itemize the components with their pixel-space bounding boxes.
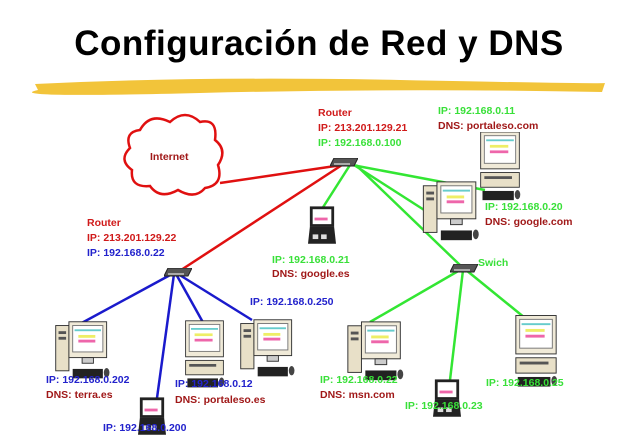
- router-main-ip-public: IP: 213.201.129.21: [318, 122, 407, 134]
- page-title: Configuración de Red y DNS: [74, 24, 564, 63]
- pc-icon-h25[interactable]: [515, 315, 558, 388]
- host-ip: IP: 192.168.0.11: [438, 105, 515, 117]
- router-main-ip-private: IP: 192.168.0.100: [318, 137, 402, 149]
- pc-icon-h20[interactable]: [422, 181, 480, 241]
- host-ip: IP: 192.168.0.200: [103, 422, 187, 434]
- host-ip: IP: 192.168.0.23: [405, 400, 483, 412]
- router-main-labels: Router IP: 213.201.129.21 IP: 192.168.0.…: [318, 107, 407, 149]
- host-dns: DNS: portaleso.com: [438, 120, 538, 132]
- router-main-icon[interactable]: [330, 158, 358, 167]
- router-secondary-labels: Router IP: 213.201.129.22 IP: 192.168.0.…: [87, 217, 176, 259]
- switch-label: Swich: [478, 257, 508, 269]
- router-secondary-icon[interactable]: [164, 268, 192, 277]
- pc-icon-h22[interactable]: [347, 321, 404, 381]
- internet-label: Internet: [150, 151, 189, 163]
- host-dns: DNS: google.es: [272, 268, 350, 280]
- host-dns: DNS: terra.es: [46, 389, 113, 401]
- host-ip: IP: 192.168.0.25: [486, 377, 564, 389]
- switch-icon[interactable]: [450, 264, 478, 273]
- host-ip: IP: 192.168.0.21: [272, 254, 350, 266]
- host-dns: DNS: google.com: [485, 216, 573, 228]
- internet-cloud: Internet: [123, 113, 224, 196]
- pc-icon-h202[interactable]: [55, 321, 110, 379]
- host-ip: IP: 192.168.0.202: [46, 374, 130, 386]
- laptop-icon-h21[interactable]: [308, 206, 336, 244]
- host-ip: IP: 192.168.0.22: [320, 374, 398, 386]
- host-dns: DNS: msn.com: [320, 389, 395, 401]
- host-dns: DNS: portaleso.es: [175, 394, 266, 406]
- host-ip: IP: 192.168.0.250: [250, 296, 334, 308]
- pc-icon-h11[interactable]: [480, 132, 521, 201]
- wan-links: [177, 163, 343, 274]
- router-secondary-ip-private: IP: 192.168.0.22: [87, 247, 165, 259]
- router-secondary-ip-public: IP: 213.201.129.22: [87, 232, 176, 244]
- host-ip: IP: 192.168.0.12: [175, 378, 253, 390]
- lan-b-links: [318, 163, 526, 381]
- pc-icon-h250[interactable]: [240, 319, 295, 377]
- title-underline: [31, 78, 606, 95]
- lan-a-links: [77, 272, 253, 399]
- router-secondary-name: Router: [87, 217, 121, 229]
- host-ip: IP: 192.168.0.20: [485, 201, 563, 213]
- router-main-name: Router: [318, 107, 352, 119]
